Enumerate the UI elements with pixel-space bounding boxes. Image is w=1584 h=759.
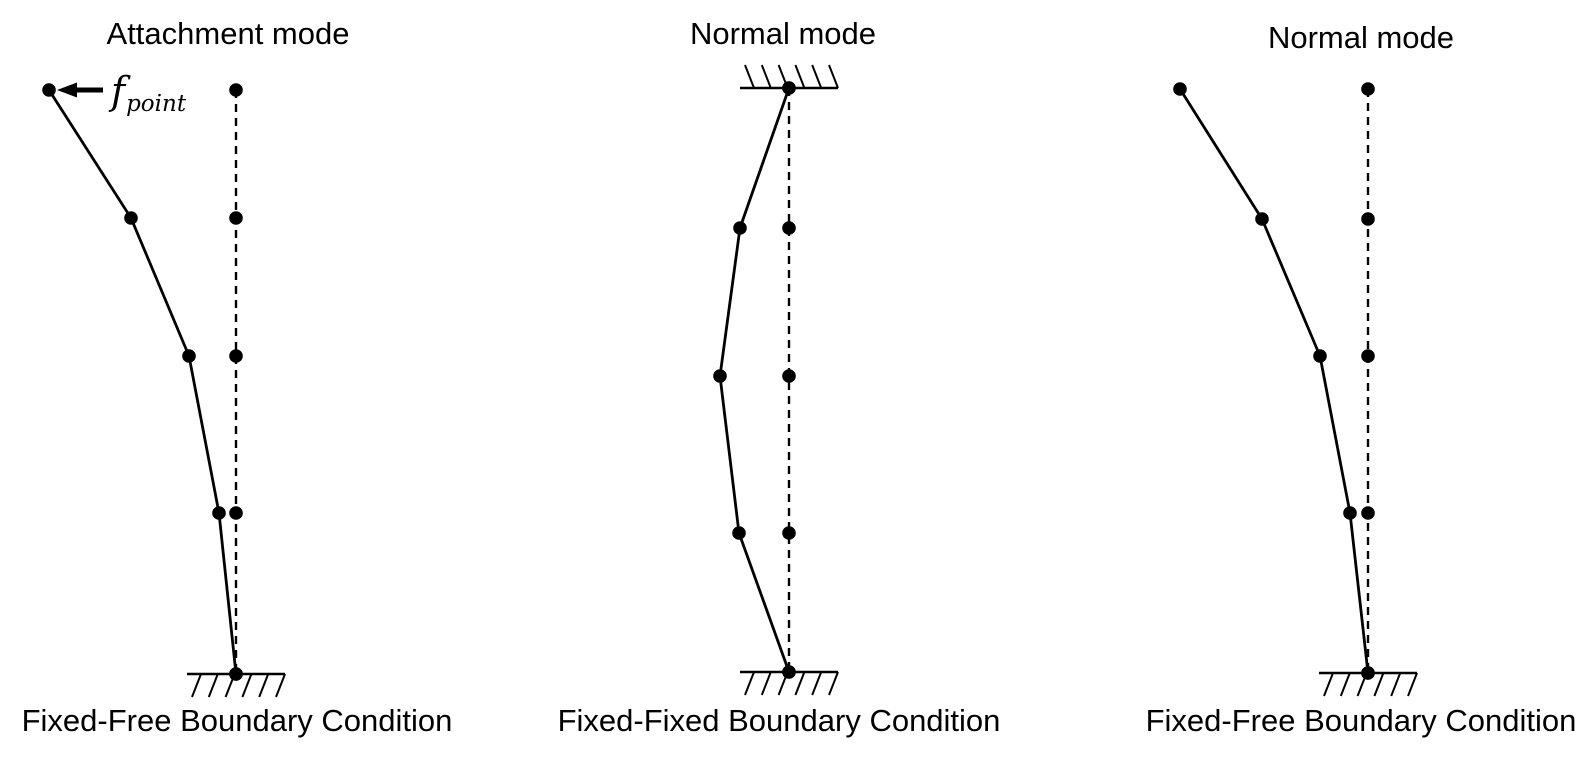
- force-arrow-head: [57, 82, 77, 98]
- point-force-subscript: point: [126, 91, 187, 117]
- ground-hatch-tick: [811, 64, 823, 89]
- node-dot-deflected: [782, 81, 796, 95]
- node-dot-deflected: [229, 667, 243, 681]
- panel-title-normal-mode-fixed-fixed: Normal mode: [689, 16, 877, 51]
- ground-hatch-tick: [1323, 672, 1334, 697]
- node-dot-reference: [1361, 212, 1375, 226]
- ground-hatch-tick: [744, 671, 755, 696]
- node-dot-deflected: [124, 211, 138, 225]
- node-dot-deflected: [1361, 666, 1375, 680]
- ground-hatch-tick: [760, 671, 772, 696]
- node-dot-deflected: [1313, 349, 1327, 363]
- mode-shape-polyline: [718, 87, 791, 673]
- ground-hatch-tick: [1407, 672, 1418, 697]
- ground-hatch-tick: [828, 671, 839, 696]
- node-dot-deflected: [1343, 506, 1357, 520]
- panel-title-attachment-mode: Attachment mode: [106, 16, 350, 51]
- caption-fixed-free-right: Fixed-Free Boundary Condition: [1145, 703, 1577, 738]
- point-force-label: fpoint: [111, 69, 186, 116]
- ground-hatch-tick: [794, 671, 806, 696]
- ground-hatch-tick: [828, 64, 839, 89]
- ground-hatch-tick: [1373, 672, 1385, 697]
- node-dot-deflected: [732, 526, 746, 540]
- node-dot-deflected: [1173, 82, 1187, 96]
- ground-hatch-tick: [744, 64, 755, 89]
- ground-hatch-tick: [760, 64, 772, 89]
- node-dot-reference: [229, 211, 243, 225]
- node-dot-deflected: [782, 665, 796, 679]
- ground-hatch-tick: [241, 673, 253, 698]
- node-dot-deflected: [212, 506, 226, 520]
- ground-hatch-tick: [258, 673, 270, 698]
- mode-shape-polyline: [47, 89, 238, 675]
- point-force-symbol: f: [111, 69, 126, 113]
- node-dot-reference: [1361, 349, 1375, 363]
- node-dot-reference: [1361, 506, 1375, 520]
- node-dot-deflected: [182, 349, 196, 363]
- node-dot-deflected: [1255, 212, 1269, 226]
- node-dot-reference: [782, 221, 796, 235]
- node-dot-reference: [782, 526, 796, 540]
- node-dot-reference: [229, 83, 243, 97]
- node-dot-reference: [782, 369, 796, 383]
- ground-hatch-tick: [794, 64, 806, 89]
- caption-fixed-fixed: Fixed-Fixed Boundary Condition: [557, 703, 1001, 738]
- node-dot-reference: [1361, 82, 1375, 96]
- panel-title-normal-mode-fixed-free: Normal mode: [1267, 20, 1455, 55]
- ground-hatch-tick: [811, 671, 823, 696]
- ground-hatch-tick: [207, 673, 219, 698]
- node-dot-deflected: [713, 369, 727, 383]
- ground-hatch-tick: [275, 673, 286, 698]
- node-dot-deflected: [733, 221, 747, 235]
- ground-hatch-tick: [1339, 672, 1351, 697]
- node-dot-reference: [229, 506, 243, 520]
- mode-shape-polyline: [1178, 88, 1370, 674]
- node-dot-reference: [229, 349, 243, 363]
- node-dot-deflected: [42, 83, 56, 97]
- ground-hatch-tick: [1390, 672, 1402, 697]
- caption-fixed-free-left: Fixed-Free Boundary Condition: [21, 703, 453, 738]
- ground-hatch-tick: [191, 673, 202, 698]
